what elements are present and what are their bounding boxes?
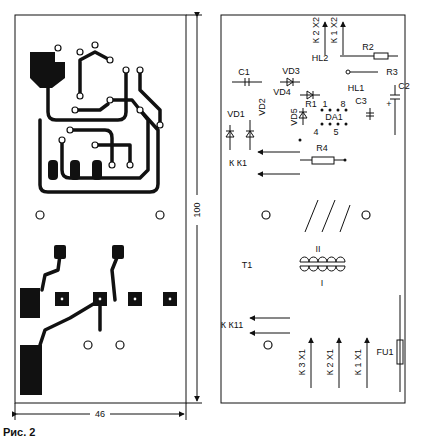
dimension-value: 100 (193, 201, 202, 218)
part-label: II (314, 245, 321, 254)
part-label: К 1 X1 (354, 348, 363, 376)
part-label: VD2 (258, 97, 267, 117)
board-outline (221, 15, 405, 403)
part-label: 1 (321, 100, 328, 109)
part-label: К К1 (228, 159, 248, 168)
dimension-line (17, 414, 90, 415)
part-label: R1 (304, 100, 318, 109)
board-outline (15, 15, 186, 403)
part-label: HL2 (311, 54, 330, 63)
ic-pin (299, 109, 348, 162)
part-label: VD1 (226, 110, 246, 119)
transformer-winding (300, 257, 345, 271)
part-label: C3 (354, 97, 368, 106)
mount-hole (262, 211, 370, 349)
pad-hole (36, 42, 172, 349)
dimension-line (110, 414, 184, 415)
figure-caption: Рис. 2 (3, 426, 35, 438)
part-label: FU1 (375, 348, 394, 357)
part-label: VD3 (281, 67, 301, 76)
part-label: R2 (361, 43, 375, 52)
part-label: + (385, 100, 392, 109)
part-label: C1 (237, 68, 251, 77)
part-label: I (320, 279, 325, 288)
component-symbol (226, 22, 403, 392)
part-label: 8 (339, 100, 346, 109)
part-label: К 3 X1 (298, 348, 307, 376)
part-label: R4 (315, 144, 329, 153)
part-label: DA1 (324, 113, 344, 122)
part-label: 5 (332, 128, 339, 137)
copper-pad (20, 52, 177, 395)
dimension-line (197, 17, 198, 195)
part-label: К 1 X2 (330, 16, 339, 44)
dimension-value: 46 (94, 410, 106, 419)
part-label: HL1 (347, 84, 366, 93)
part-label: VD4 (272, 88, 292, 97)
part-label: VD5 (290, 107, 299, 127)
part-label: T1 (241, 261, 254, 270)
part-label: R3 (385, 68, 399, 77)
part-label: К 2 X1 (326, 348, 335, 376)
part-label: К К11 (220, 321, 244, 330)
copper-trace (40, 52, 160, 345)
part-label: К 2 X2 (312, 16, 321, 44)
part-label: 4 (312, 128, 319, 137)
dimension-line (197, 225, 198, 401)
part-label: C2 (397, 82, 411, 91)
